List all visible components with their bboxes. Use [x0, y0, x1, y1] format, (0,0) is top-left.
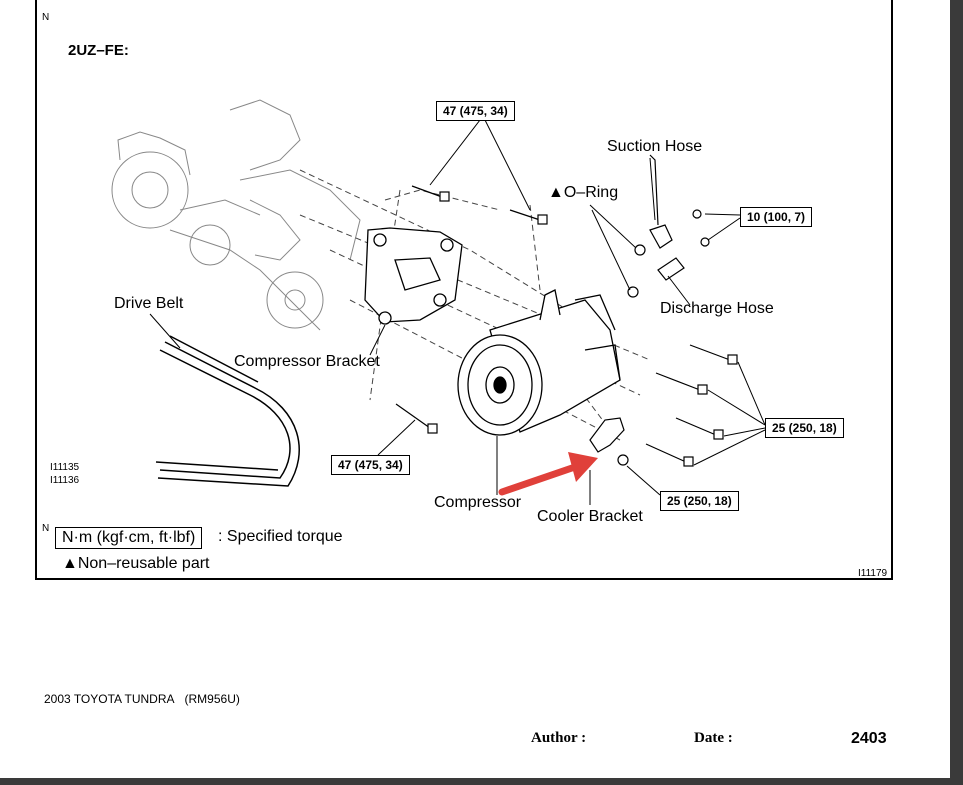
torque-box-cooler: 25 (250, 18) [660, 491, 739, 511]
author-label: Author : [531, 730, 587, 746]
comp-bolt-2 [697, 384, 708, 395]
lower-bolt [427, 423, 438, 434]
page-number: 2403 [851, 730, 887, 747]
o-ring-1 [634, 244, 646, 256]
diagram-frame [35, 0, 893, 580]
o-ring-label: ▲O–Ring [548, 184, 619, 201]
compressor-bracket-shape [364, 227, 463, 325]
engine-title: 2UZ–FE: [68, 42, 129, 59]
non-reusable-icon: ▲ [548, 184, 564, 201]
non-reusable-icon: ▲ [62, 555, 78, 572]
o-ring-2 [627, 286, 639, 298]
footer-vehicle: 2003 TOYOTA TUNDRA (RM956U) [44, 692, 240, 706]
torque-box-top: 47 (475, 34) [436, 101, 515, 121]
red-arrow [498, 452, 598, 496]
compressor-label: Compressor [434, 494, 522, 511]
suction-hose-label: Suction Hose [607, 138, 703, 155]
compressor-shape [457, 289, 621, 436]
discharge-hose-fitting [657, 257, 685, 281]
top-bolt-1 [439, 191, 450, 202]
comp-bolt-1 [727, 354, 738, 365]
water-pump-pulley [111, 151, 189, 229]
page-edge-bottom [0, 778, 963, 785]
torque-box-lower: 47 (475, 34) [331, 455, 410, 475]
legend-non-reusable: ▲Non–reusable part [62, 555, 210, 572]
cooler-bracket-label: Cooler Bracket [537, 508, 643, 525]
page-edge-right [950, 0, 963, 785]
drive-belt-label: Drive Belt [114, 295, 184, 312]
figure-id-main: I11179 [858, 568, 888, 579]
cooler-bracket-shape [589, 417, 629, 466]
idler-pulley [266, 271, 324, 329]
figure-id-2: I11136 [50, 475, 80, 486]
corner-mark-bottom: N [42, 523, 50, 534]
comp-bolt-4 [683, 456, 694, 467]
top-bolt-2 [537, 214, 548, 225]
legend-unit-box: N·m (kgf·cm, ft·lbf) [55, 527, 203, 549]
torque-box-hose: 10 (100, 7) [740, 207, 813, 227]
date-label: Date : [694, 730, 733, 746]
discharge-hose-label: Discharge Hose [660, 300, 774, 317]
comp-bolt-3 [713, 429, 724, 440]
torque-box-compressor: 25 (250, 18) [765, 418, 844, 438]
suction-hose-fitting [649, 224, 673, 249]
figure-id-1: I11135 [50, 462, 80, 473]
drive-belt-shape [155, 335, 300, 487]
corner-mark-top: N [42, 12, 50, 23]
compressor-bracket-label: Compressor Bracket [234, 353, 380, 370]
legend-unit-desc: : Specified torque [218, 528, 343, 545]
